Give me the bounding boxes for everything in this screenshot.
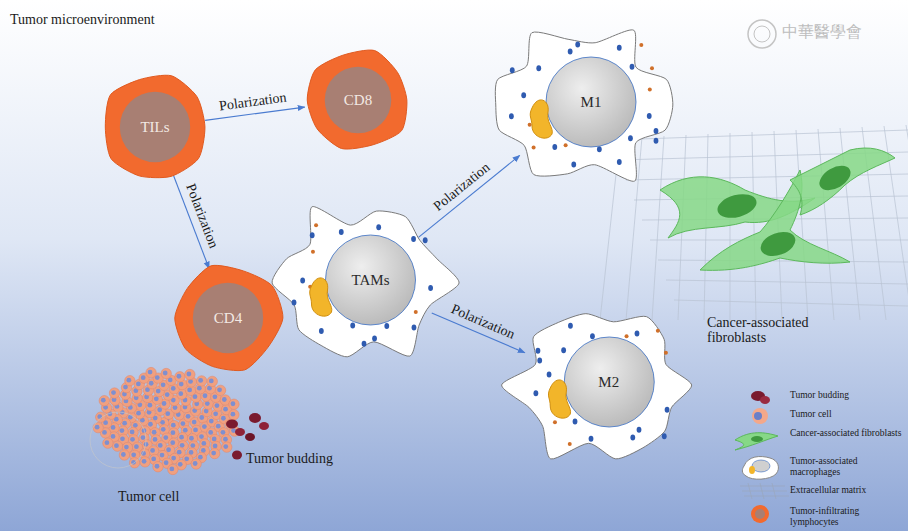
fibroblast-label: Cancer-associated fibroblasts bbox=[707, 316, 857, 345]
macrophage-cell: TAMs bbox=[277, 208, 447, 358]
cell-label: M2 bbox=[598, 374, 619, 391]
cd8-cell: CD8 bbox=[304, 48, 412, 152]
diagram-title: Tumor microenvironment bbox=[10, 12, 155, 28]
lymphocyte-cell: TILs bbox=[100, 72, 210, 182]
cell-label: CD4 bbox=[214, 310, 242, 327]
extracellular-matrix bbox=[600, 125, 908, 320]
watermark: 中華醫學會 bbox=[782, 24, 862, 41]
legend-entry: Extracellular matrix bbox=[790, 485, 902, 496]
cell-label: TILs bbox=[140, 119, 169, 136]
tumor-cell-label: Tumor cell bbox=[118, 490, 179, 505]
legend-entry: Tumor budding bbox=[790, 390, 902, 401]
polarization-arrow bbox=[418, 155, 519, 237]
legend-entry: Tumor cell bbox=[790, 409, 902, 420]
macrophage-cell: M2 bbox=[513, 310, 688, 460]
legend-entry: Cancer-associated fibroblasts bbox=[790, 428, 902, 439]
cd4-cell: CD4 bbox=[173, 263, 283, 373]
legend-entry: Tumor-infiltrating lymphocytes bbox=[790, 506, 902, 528]
cell-label: CD8 bbox=[344, 92, 372, 109]
legend-entry: Tumor-associated macrophages bbox=[790, 456, 902, 478]
macrophage-cell: M1 bbox=[492, 30, 672, 180]
cell-label: M1 bbox=[581, 94, 602, 111]
fibroblast-illustration bbox=[660, 148, 895, 270]
watermark-logo bbox=[748, 20, 776, 48]
tumor-cell-cluster bbox=[90, 367, 240, 474]
cell-label: TAMs bbox=[352, 272, 390, 289]
legend-icons bbox=[735, 391, 789, 523]
budding-label: Tumor budding bbox=[246, 452, 333, 467]
